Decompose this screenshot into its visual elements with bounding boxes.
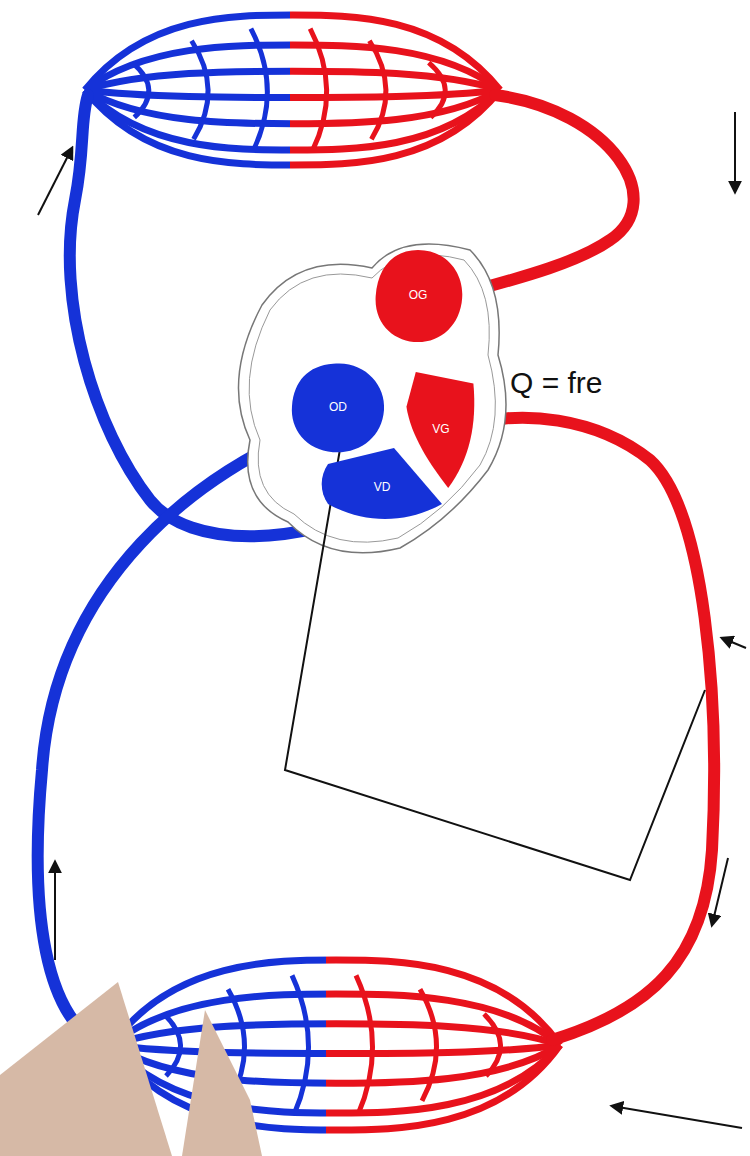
capillary-link <box>429 63 446 118</box>
chamber-fill <box>292 363 384 452</box>
capillary-link <box>420 989 437 1101</box>
capillary-link <box>164 1014 181 1076</box>
chamber-label: OG <box>409 289 428 302</box>
heart-atrium: OG <box>372 248 464 344</box>
heart-ventricle: VD <box>322 448 442 528</box>
capillary-link <box>310 29 327 152</box>
capillary-link <box>132 63 149 118</box>
capillary-link <box>251 29 268 152</box>
pointer-arrow <box>722 638 746 648</box>
flow-arrow <box>38 148 72 215</box>
chamber-label: VG <box>432 423 449 436</box>
heart-ventricle: VG <box>405 372 477 488</box>
chamber-fill <box>322 448 442 519</box>
flow-arrow <box>712 858 728 925</box>
pointer-arrow <box>612 1106 742 1128</box>
capillary-link <box>292 975 309 1114</box>
chamber-fill <box>376 250 463 342</box>
flow-arrow <box>54 862 56 960</box>
chamber-label: VD <box>374 481 391 494</box>
vena-cava <box>38 425 320 1050</box>
capillary-link <box>356 975 373 1114</box>
formula-label: Q = fre <box>510 366 603 399</box>
heart-atrium: OD <box>288 360 388 456</box>
decor-shape <box>0 982 172 1156</box>
decor-shape <box>182 1010 262 1156</box>
capillary-link <box>484 1014 501 1076</box>
chamber-fill <box>406 372 474 488</box>
aorta <box>455 418 714 1040</box>
chamber-label: OD <box>329 401 347 414</box>
capillary-link <box>369 41 386 140</box>
pericardium <box>238 244 506 553</box>
flow-arrow <box>734 112 736 192</box>
capillary-link <box>192 41 209 140</box>
capillary-beds <box>85 15 560 1130</box>
leader-bracket <box>285 420 705 880</box>
